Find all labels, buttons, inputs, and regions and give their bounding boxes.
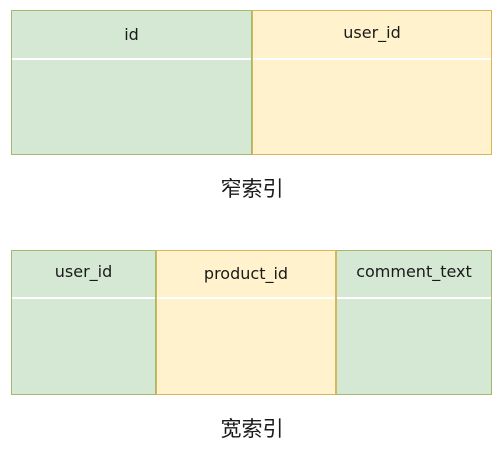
narrow-col-user-id: user_id: [252, 10, 492, 155]
narrow-index-table: id user_id: [11, 10, 492, 155]
narrow-header-divider: [12, 58, 251, 60]
narrow-index-caption: 窄索引: [220, 177, 284, 201]
wide-header-divider: [337, 297, 491, 299]
narrow-col-id: id: [11, 10, 252, 155]
wide-col-user-id-label: user_id: [54, 262, 113, 281]
wide-col-product-id: product_id: [156, 250, 336, 395]
wide-col-comment-text: comment_text: [336, 250, 492, 395]
wide-header-divider: [12, 297, 155, 299]
wide-col-comment-text-label: comment_text: [356, 262, 472, 281]
wide-index-caption: 宽索引: [220, 417, 284, 441]
narrow-col-id-label: id: [124, 25, 139, 44]
wide-col-product-id-label: product_id: [203, 264, 289, 283]
wide-index-table: user_id product_id comment_text: [11, 250, 492, 395]
narrow-col-user-id-label: user_id: [343, 23, 401, 42]
narrow-header-divider: [253, 58, 491, 60]
wide-header-divider: [157, 297, 335, 299]
wide-col-user-id: user_id: [11, 250, 156, 395]
